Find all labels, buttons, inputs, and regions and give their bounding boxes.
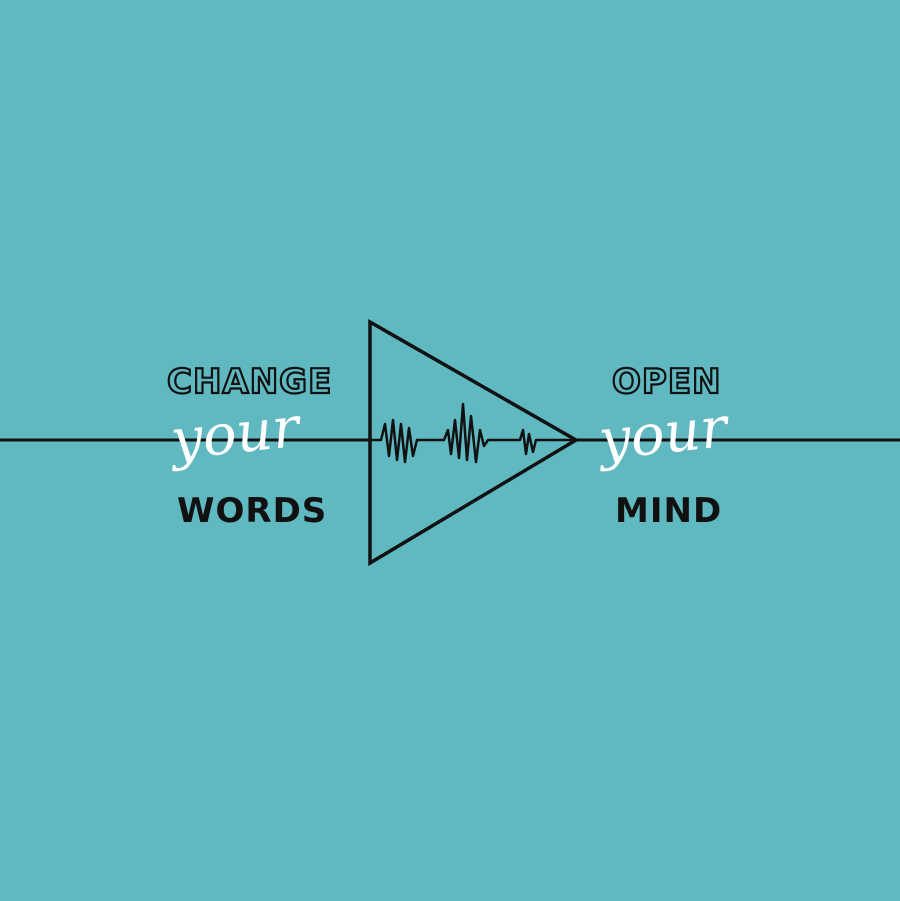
left-script-word: your	[165, 395, 305, 474]
right-script-word: your	[593, 395, 733, 474]
right-top-word: OPEN	[612, 362, 722, 402]
right-bottom-word: MIND	[615, 491, 722, 531]
waveform-icon	[370, 402, 572, 464]
amplifier-triangle-icon	[368, 318, 580, 567]
left-bottom-word: WORDS	[177, 491, 327, 531]
left-top-word: CHANGE	[167, 362, 332, 402]
